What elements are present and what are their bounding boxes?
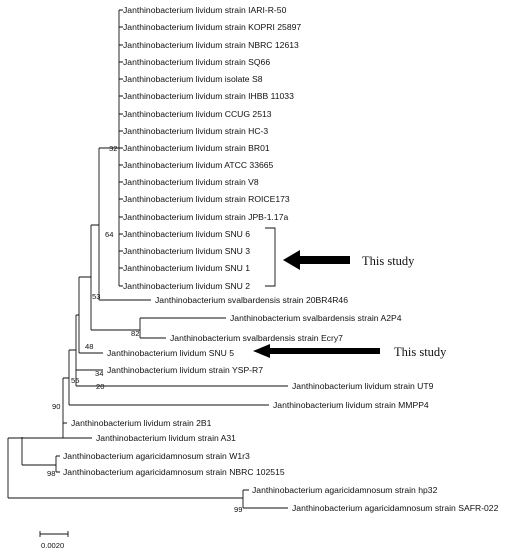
bootstrap-value: 64: [105, 230, 113, 239]
bootstrap-value: 20: [96, 382, 104, 391]
bootstrap-value: 99: [234, 505, 242, 514]
this-study-arrow-snu5-icon: [253, 344, 380, 358]
bootstrap-value: 82: [131, 329, 139, 338]
leaf-label: Janthinobacterium lividum strain JPB-1.1…: [123, 212, 288, 222]
scale-bar-label: 0.0020: [41, 541, 64, 550]
leaf-label: Janthinobacterium lividum strain 2B1: [71, 418, 212, 428]
leaf-label: Janthinobacterium lividum strain NBRC 12…: [123, 40, 299, 50]
bootstrap-value: 90: [52, 402, 60, 411]
leaf-label-snu2: Janthinobacterium lividum SNU 2: [123, 281, 250, 291]
leaf-label-snu5: Janthinobacterium lividum SNU 5: [107, 348, 234, 358]
leaf-label: Janthinobacterium svalbardensis strain A…: [230, 313, 402, 323]
leaf-label: Janthinobacterium lividum strain MMPP4: [273, 400, 429, 410]
leaf-label: Janthinobacterium agaricidamnosum strain…: [292, 503, 499, 513]
bootstrap-value: 53: [92, 292, 100, 301]
leaf-label-snu3: Janthinobacterium lividum SNU 3: [123, 246, 250, 256]
bootstrap-value: 48: [85, 342, 93, 351]
bootstrap-value: 55: [71, 376, 79, 385]
leaf-label: Janthinobacterium lividum strain KOPRI 2…: [123, 22, 301, 32]
leaf-label: Janthinobacterium lividum isolate S8: [123, 74, 263, 84]
leaf-label: Janthinobacterium lividum strain YSP-R7: [107, 365, 263, 375]
this-study-arrow-icon: [283, 250, 350, 270]
leaf-label: Janthinobacterium lividum strain BR01: [123, 143, 270, 153]
leaf-label: Janthinobacterium agaricidamnosum strain…: [63, 451, 250, 461]
leaf-label: Janthinobacterium lividum strain ROICE17…: [123, 194, 290, 204]
bootstrap-value: 32: [109, 144, 117, 153]
leaf-label: Janthinobacterium lividum ATCC 33665: [123, 160, 274, 170]
this-study-label-snu5: This study: [394, 345, 447, 359]
leaf-label: Janthinobacterium agaricidamnosum strain…: [63, 467, 285, 477]
leaf-label: Janthinobacterium lividum strain IHBB 11…: [123, 91, 294, 101]
leaf-label: Janthinobacterium lividum strain UT9: [292, 381, 434, 391]
leaf-label: Janthinobacterium lividum strain SQ66: [123, 57, 270, 67]
leaf-label: Janthinobacterium svalbardensis strain 2…: [155, 295, 348, 305]
leaf-label: Janthinobacterium svalbardensis strain E…: [170, 333, 343, 343]
leaf-label: Janthinobacterium lividum CCUG 2513: [123, 109, 272, 119]
this-study-label: This study: [362, 254, 415, 268]
leaf-label-snu6: Janthinobacterium lividum SNU 6: [123, 229, 250, 239]
tree-branches: [7, 9, 288, 537]
bootstrap-value: 98: [47, 469, 55, 478]
leaf-label: Janthinobacterium lividum strain HC-3: [123, 126, 268, 136]
bootstrap-value: 34: [95, 369, 103, 378]
bootstrap-values: 32 64 53 82 48 34 20 55 90 98 99: [47, 144, 242, 514]
leaf-label: Janthinobacterium lividum strain A31: [96, 433, 236, 443]
leaf-label-snu1: Janthinobacterium lividum SNU 1: [123, 263, 250, 273]
leaf-labels: Janthinobacterium lividum strain IARI-R-…: [63, 5, 499, 513]
leaf-label: Janthinobacterium agaricidamnosum strain…: [252, 485, 438, 495]
leaf-label: Janthinobacterium lividum strain V8: [123, 177, 259, 187]
leaf-label: Janthinobacterium lividum strain IARI-R-…: [123, 5, 287, 15]
